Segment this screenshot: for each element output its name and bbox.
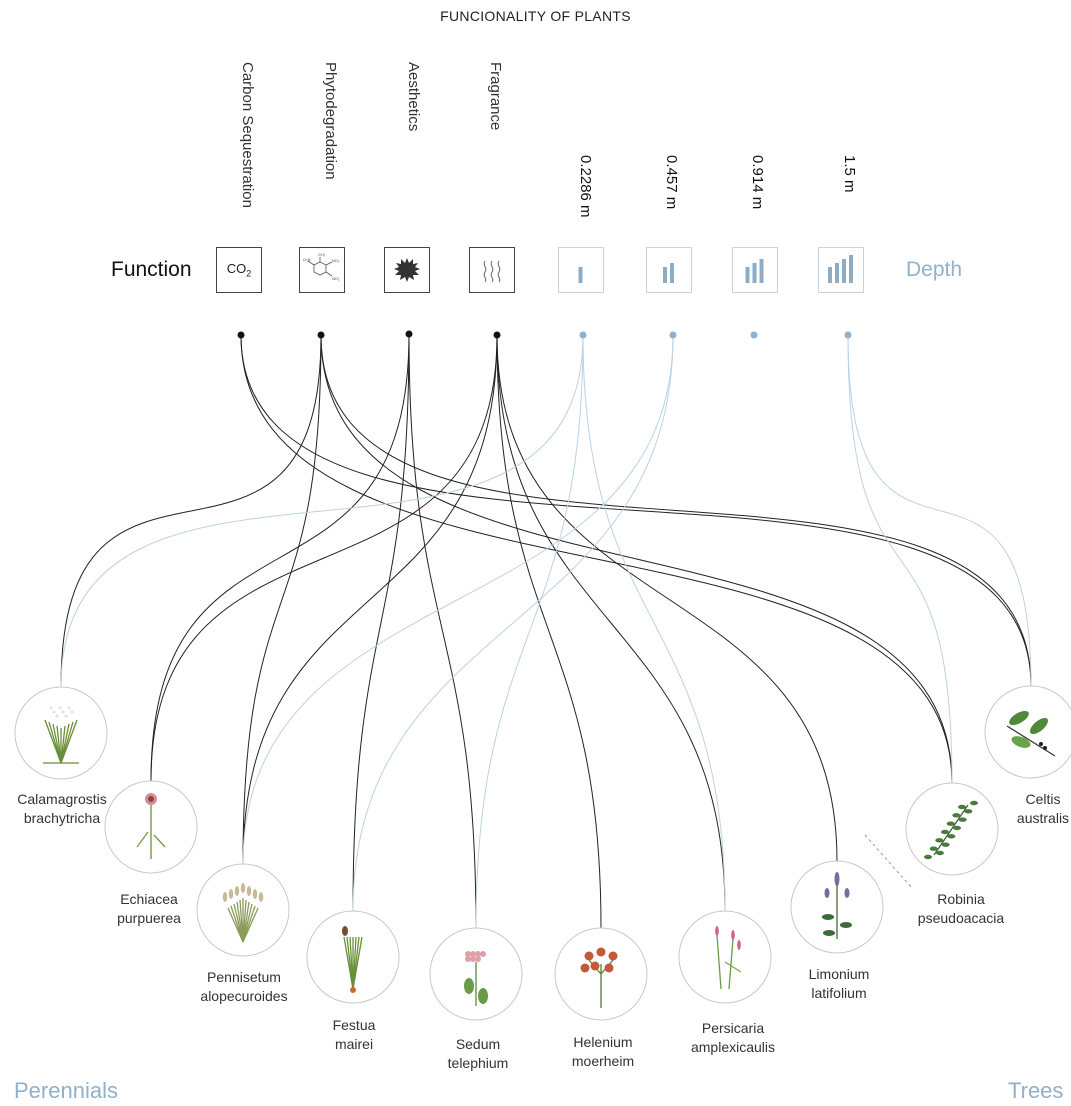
depth-row-label: Depth <box>906 258 963 281</box>
fragrance-waves-icon <box>469 247 515 293</box>
connection-line <box>408 333 477 929</box>
function-label-fragrance: Fragrance <box>487 62 504 131</box>
fescue-plant-icon <box>306 910 400 1004</box>
depth-bar-icon <box>646 247 692 293</box>
connection-line <box>60 334 322 688</box>
flower-blot-icon <box>384 247 430 293</box>
depth-label-1: 0.457 m <box>663 155 680 210</box>
robinia-leaf-icon <box>905 782 999 876</box>
connector-node <box>750 331 758 339</box>
perennials-label: Perennials <box>14 1078 118 1103</box>
svg-text:NO₂: NO₂ <box>332 258 340 263</box>
connector-node <box>579 331 587 339</box>
depth-bar <box>842 259 846 283</box>
svg-text:O₂N: O₂N <box>303 257 311 262</box>
connection-line <box>582 334 726 912</box>
co2-icon-text: CO <box>226 261 247 277</box>
function-label-aesthetics: Aesthetics <box>405 62 422 132</box>
connection-line <box>150 334 498 782</box>
connector-node <box>405 330 413 338</box>
depth-label-0: 0.2286 m <box>577 155 594 218</box>
coneflower-plant-icon <box>104 780 198 874</box>
connection-line <box>150 333 410 782</box>
depth-bar-icon <box>732 247 778 293</box>
depth-label-3: 1.5 m <box>841 155 858 193</box>
depth-bar <box>745 267 750 283</box>
connection-line <box>242 334 322 865</box>
persicaria-plant-icon <box>678 910 772 1004</box>
connection-line <box>496 334 726 912</box>
helenium-plant-icon <box>554 927 648 1021</box>
trees-label: Trees <box>1008 1078 1064 1103</box>
connection-line <box>475 334 584 929</box>
function-label-carbon-sequestration: Carbon Sequestration <box>239 62 256 208</box>
connector-node <box>669 331 677 339</box>
connection-line <box>242 334 498 865</box>
connection-line <box>242 334 674 865</box>
depth-label-2: 0.914 m <box>749 155 766 210</box>
grass-plant-icon <box>14 686 108 780</box>
sedum-plant-icon <box>429 927 523 1021</box>
depth-bar-icon <box>818 247 864 293</box>
connector-node <box>237 331 245 339</box>
molecule-icon: O₂N CH₃ NO₂ NO₂ <box>299 247 345 293</box>
connection-line <box>352 334 674 912</box>
connector-node <box>844 331 852 339</box>
svg-text:NO₂: NO₂ <box>332 276 340 281</box>
connector-node <box>493 331 501 339</box>
connection-line <box>847 334 953 784</box>
depth-bar <box>670 263 674 283</box>
limonium-plant-icon <box>790 860 884 954</box>
depth-bar <box>835 263 839 283</box>
depth-bar <box>752 263 757 283</box>
svg-text:CH₃: CH₃ <box>318 252 326 257</box>
fountain-grass-icon <box>196 863 290 957</box>
connector-node <box>317 331 325 339</box>
connection-line <box>240 334 953 784</box>
connection-line <box>496 334 602 929</box>
connection-line <box>320 334 1032 687</box>
depth-bar <box>578 267 583 283</box>
connection-line <box>847 334 1032 687</box>
depth-bar <box>828 267 832 283</box>
function-label-phytodegradation: Phytodegradation <box>322 62 339 180</box>
depth-bar-icon <box>558 247 604 293</box>
co2-icon: CO2 <box>216 247 262 293</box>
depth-bar <box>663 267 667 283</box>
connection-line <box>496 334 838 862</box>
function-row-label: Function <box>111 258 192 281</box>
connection-line <box>320 334 953 784</box>
connection-line <box>60 334 584 688</box>
co2-icon-subscript: 2 <box>246 268 252 279</box>
connection-line <box>352 333 410 912</box>
depth-bar <box>849 255 853 283</box>
connection-line <box>240 334 1032 687</box>
depth-bar <box>759 259 764 283</box>
diagram-title: FUNCIONALITY OF PLANTS <box>440 8 631 24</box>
celtis-leaf-icon <box>984 685 1071 779</box>
